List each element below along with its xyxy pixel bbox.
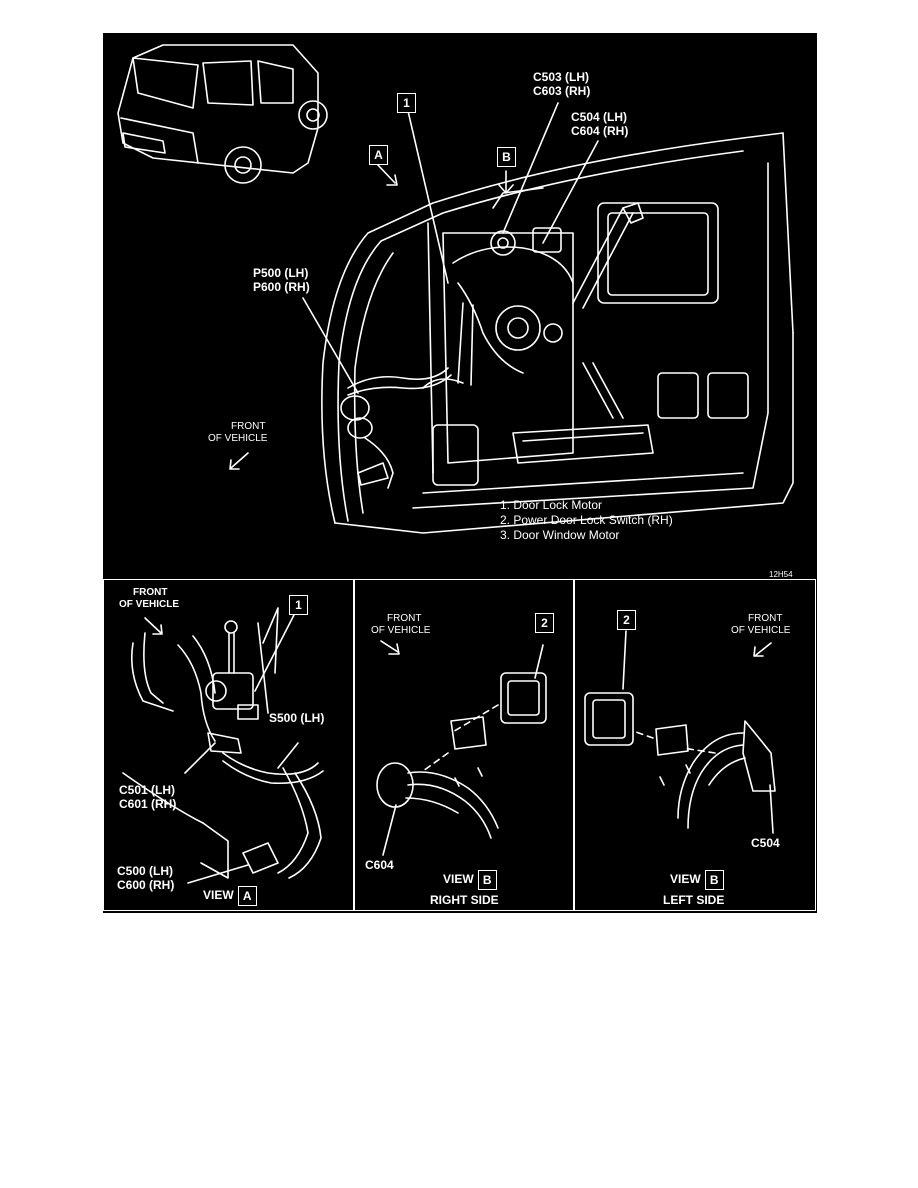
label-of-vehicle-view-b-left: OF VEHICLE xyxy=(731,625,791,636)
label-front-view-a: FRONT xyxy=(133,587,168,598)
wiring-diagram-figure: C503 (LH) C603 (RH) C504 (LH) C604 (RH) … xyxy=(103,33,817,913)
view-b-right-letter-box: B xyxy=(477,870,497,890)
label-c501-lh: C501 (LH) xyxy=(119,783,176,797)
callout-box-2-view-b-right: 2 xyxy=(535,613,554,633)
view-b-left-art xyxy=(584,630,776,834)
view-b-right-art xyxy=(376,640,547,856)
view-b-right-word: VIEW xyxy=(443,872,474,887)
label-c604-rh: C604 (RH) xyxy=(571,124,629,138)
label-c500-lh: C500 (LH) xyxy=(117,864,174,878)
callout-box-1-view-a: 1 xyxy=(289,595,308,615)
view-b-right-side: RIGHT SIDE xyxy=(430,893,499,907)
callout-box-b: B xyxy=(497,147,516,167)
door-outline xyxy=(229,102,794,534)
label-c601-rh: C601 (RH) xyxy=(119,797,177,811)
legend: 1. Door Lock Motor 2. Power Door Lock Sw… xyxy=(500,498,673,543)
view-a-letter-box: A xyxy=(237,886,257,906)
legend-item-1: 1. Door Lock Motor xyxy=(500,498,603,512)
label-p600-rh: P600 (RH) xyxy=(253,280,310,294)
callout-box-2-view-b-left: 2 xyxy=(617,610,636,630)
label-of-vehicle-view-a: OF VEHICLE xyxy=(119,599,180,610)
label-c603-rh: C603 (RH) xyxy=(533,84,591,98)
label-front-view-b-right: FRONT xyxy=(387,613,422,624)
label-c503-lh: C503 (LH) xyxy=(533,70,590,84)
panel-view-a xyxy=(103,579,355,911)
callout-box-1: 1 xyxy=(397,93,416,113)
legend-item-3: 3. Door Window Motor xyxy=(500,528,620,542)
label-c504: C504 xyxy=(751,836,780,850)
label-c504-lh: C504 (LH) xyxy=(571,110,628,124)
legend-item-2: 2. Power Door Lock Switch (RH) xyxy=(500,513,673,527)
view-a-word: VIEW xyxy=(203,888,234,903)
label-front-main: FRONT xyxy=(231,421,266,432)
label-front-view-b-left: FRONT xyxy=(748,613,783,624)
view-b-left-letter-box: B xyxy=(704,870,724,890)
figure-code: 12H54 xyxy=(769,570,793,579)
label-of-vehicle-view-b-right: OF VEHICLE xyxy=(371,625,431,636)
view-a-art xyxy=(122,607,324,884)
label-of-vehicle-main: OF VEHICLE xyxy=(208,433,268,444)
label-p500-lh: P500 (LH) xyxy=(253,266,309,280)
view-b-left-word: VIEW xyxy=(670,872,701,887)
vehicle-thumbnail xyxy=(117,44,328,184)
panel-view-b-left xyxy=(573,579,816,911)
label-c600-rh: C600 (RH) xyxy=(117,878,175,892)
diagram-line-art xyxy=(117,44,794,884)
view-b-left-side: LEFT SIDE xyxy=(663,893,725,907)
callout-box-a: A xyxy=(369,145,388,165)
panel-view-b-right xyxy=(353,579,575,911)
label-c604: C604 xyxy=(365,858,394,872)
label-s500-lh: S500 (LH) xyxy=(269,711,325,725)
